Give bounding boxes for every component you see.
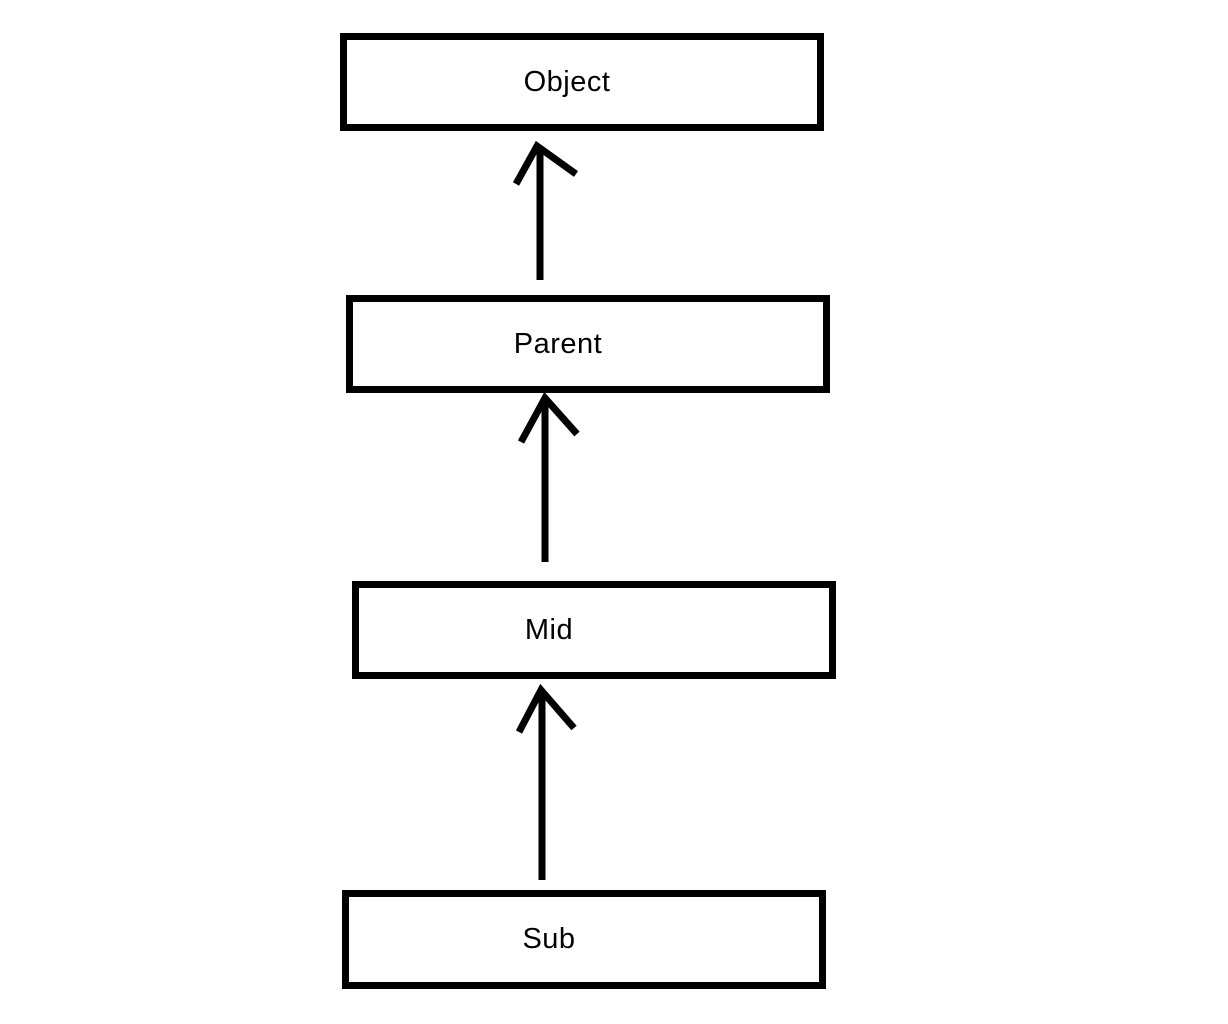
node-sub-label: Sub [522, 923, 576, 955]
edge-sub-to-mid-arrowhead [515, 683, 577, 734]
edge-parent-to-object-arrowhead [512, 140, 579, 186]
node-parent[interactable]: Parent [346, 295, 830, 393]
node-sub[interactable]: Sub [342, 890, 826, 989]
node-parent-label: Parent [513, 327, 603, 360]
node-mid[interactable]: Mid [352, 581, 836, 679]
node-object[interactable]: Object [340, 33, 824, 131]
node-mid-label: Mid [524, 613, 574, 646]
edge-mid-to-parent-arrowhead [517, 391, 580, 444]
node-object-label: Object [523, 65, 611, 98]
edge-mid-to-parent [517, 391, 580, 562]
edge-parent-to-object [512, 140, 579, 280]
edge-sub-to-mid [515, 683, 577, 880]
